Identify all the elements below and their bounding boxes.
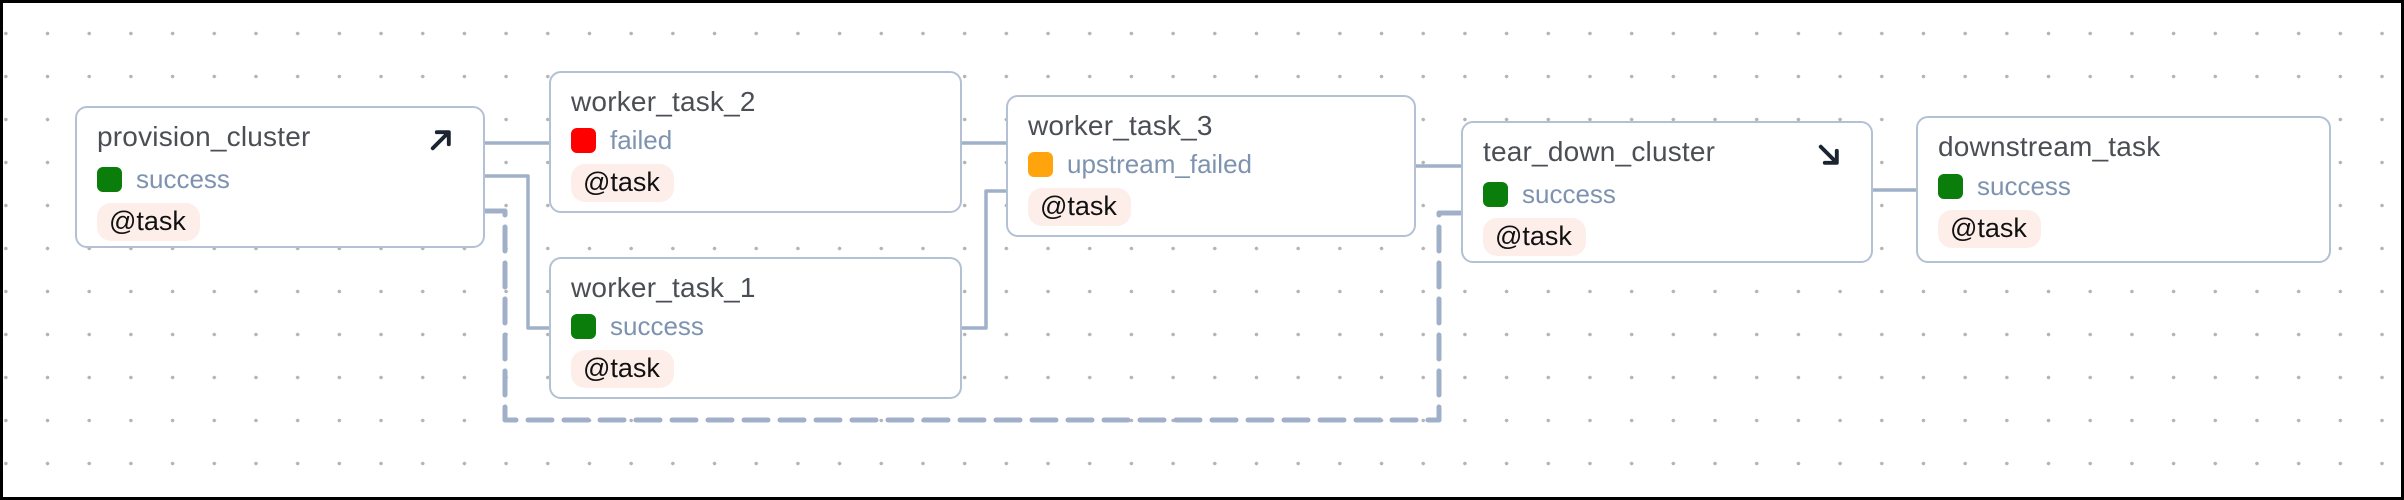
task-decorator-badge: @task: [1483, 218, 1586, 256]
status-label: success: [1522, 179, 1616, 209]
task-node-header: worker_task_2: [571, 85, 942, 119]
status-label: success: [136, 164, 230, 194]
task-node-header: downstream_task: [1938, 130, 2311, 164]
status-color-square: [1028, 152, 1053, 177]
task-status-row: upstream_failed: [1028, 149, 1396, 180]
status-label: upstream_failed: [1067, 149, 1252, 179]
task-decorator-badge: @task: [97, 203, 200, 241]
status-color-square: [1938, 173, 1963, 199]
task-node-provision_cluster[interactable]: provision_cluster success @task: [75, 106, 485, 248]
task-node-worker_task_2[interactable]: worker_task_2 failed @task: [549, 71, 962, 213]
dag-edges-layer: [482, 141, 1916, 423]
task-name: downstream_task: [1938, 131, 2161, 162]
edge-worker_task_1-worker_task_3: [961, 189, 1006, 330]
task-node-worker_task_1[interactable]: worker_task_1 success @task: [549, 257, 962, 399]
task-name: worker_task_2: [571, 86, 756, 117]
task-name: worker_task_3: [1028, 110, 1213, 141]
task-node-header: tear_down_cluster: [1483, 135, 1853, 173]
task-status-row: failed: [571, 125, 942, 156]
task-name: provision_cluster: [97, 121, 311, 152]
status-label: success: [610, 311, 704, 341]
task-node-header: worker_task_1: [571, 271, 942, 305]
edge-provision_cluster-worker_task_1: [485, 174, 550, 330]
task-node-downstream_task[interactable]: downstream_task success @task: [1916, 116, 2331, 263]
status-color-square: [97, 167, 122, 192]
task-status-row: success: [1938, 170, 2311, 202]
task-status-row: success: [97, 164, 465, 195]
task-node-worker_task_3[interactable]: worker_task_3 upstream_failed @task: [1006, 95, 1416, 237]
status-color-square: [571, 128, 596, 153]
task-decorator-badge: @task: [1938, 210, 2041, 248]
task-status-row: success: [571, 311, 942, 342]
status-color-square: [1483, 182, 1508, 207]
arrow-up-right-icon: [423, 122, 459, 158]
status-label: success: [1977, 170, 2071, 201]
task-node-header: worker_task_3: [1028, 109, 1396, 143]
status-label: failed: [610, 125, 673, 155]
task-decorator-badge: @task: [571, 164, 674, 202]
task-status-row: success: [1483, 179, 1853, 210]
task-name: tear_down_cluster: [1483, 136, 1716, 167]
task-node-tear_down_cluster[interactable]: tear_down_cluster success @task: [1461, 121, 1873, 263]
arrow-down-right-icon: [1811, 137, 1847, 173]
task-name: worker_task_1: [571, 272, 756, 303]
task-decorator-badge: @task: [1028, 188, 1131, 226]
edge-provision_cluster-tear_down_cluster: [482, 208, 1463, 423]
status-color-square: [571, 314, 596, 339]
task-decorator-badge: @task: [571, 350, 674, 388]
task-node-header: provision_cluster: [97, 120, 465, 158]
